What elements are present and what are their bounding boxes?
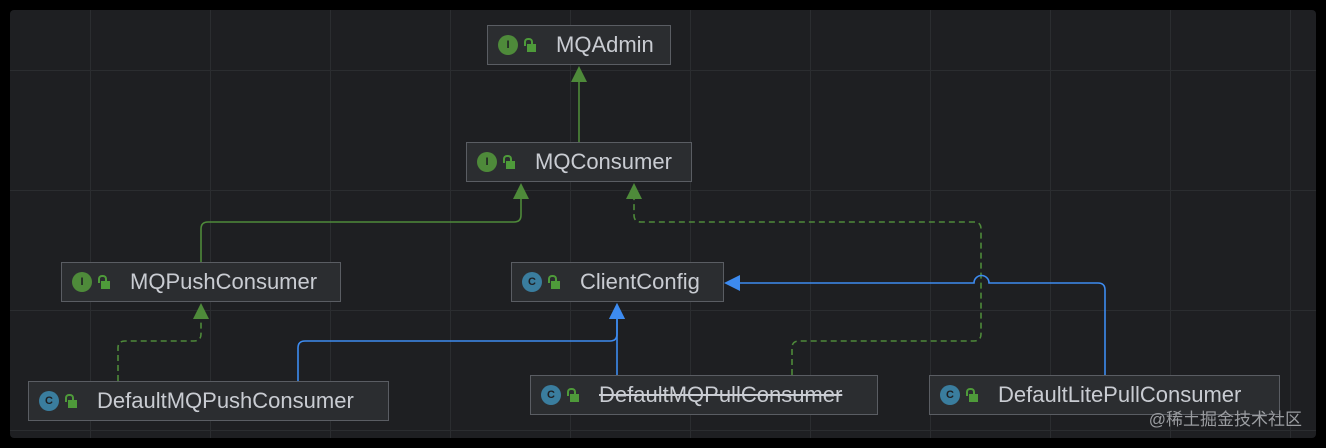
public-lock-icon (567, 388, 579, 402)
public-lock-icon (503, 155, 515, 169)
edge-defaultmqpushconsumer-to-clientconfig (297, 305, 618, 381)
arrowhead-icon (571, 66, 587, 82)
edge-defaultmqpullconsumer-to-mqconsumer (633, 185, 982, 375)
node-label: DefaultLitePullConsumer (998, 382, 1242, 407)
node-label: MQAdmin (556, 32, 654, 57)
node-clientconfig[interactable]: C ClientConfig (511, 262, 724, 302)
node-mqpushconsumer[interactable]: I MQPushConsumer (61, 262, 341, 302)
edge-defaultlitepullconsumer-to-clientconfig (726, 274, 1106, 375)
interface-icon: I (72, 272, 92, 292)
public-lock-icon (65, 394, 77, 408)
class-icon: C (522, 272, 542, 292)
node-defaultmqpushconsumer[interactable]: C DefaultMQPushConsumer (28, 381, 389, 421)
class-icon: C (940, 385, 960, 405)
class-icon: C (541, 385, 561, 405)
public-lock-icon (966, 388, 978, 402)
node-label: MQConsumer (535, 149, 672, 174)
watermark: @稀土掘金技术社区 (1148, 410, 1302, 429)
interface-icon: I (477, 152, 497, 172)
public-lock-icon (548, 275, 560, 289)
node-label: ClientConfig (580, 269, 700, 294)
public-lock-icon (98, 275, 110, 289)
node-defaultmqpullconsumer[interactable]: C DefaultMQPullConsumer (530, 375, 878, 415)
node-label: MQPushConsumer (130, 269, 318, 294)
interface-icon: I (498, 35, 518, 55)
public-lock-icon (524, 38, 536, 52)
edges-layer (117, 66, 1106, 381)
diagram-canvas[interactable]: I MQAdmin I MQConsumer I MQPushConsumer … (10, 10, 1316, 438)
node-mqadmin[interactable]: I MQAdmin (487, 25, 671, 65)
arrowhead-icon (626, 183, 642, 199)
node-defaultlitepullconsumer[interactable]: C DefaultLitePullConsumer (929, 375, 1280, 415)
node-mqconsumer[interactable]: I MQConsumer (466, 142, 692, 182)
arrowhead-icon (609, 303, 625, 319)
arrowhead-icon (193, 303, 209, 319)
arrowhead-icon (513, 183, 529, 199)
node-label: DefaultMQPullConsumer (599, 382, 843, 407)
class-icon: C (39, 391, 59, 411)
edge-defaultmqpushconsumer-to-mqpushconsumer (117, 305, 202, 381)
node-label: DefaultMQPushConsumer (97, 388, 354, 413)
arrowhead-icon (724, 275, 740, 291)
edge-mqpushconsumer-to-mqconsumer (200, 185, 522, 262)
